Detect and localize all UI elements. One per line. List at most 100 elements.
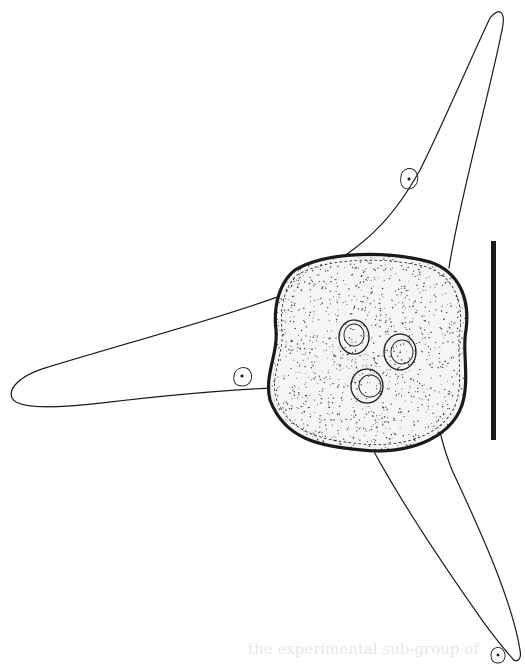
stipple-dot [326,284,327,285]
stipple-dot [339,294,340,295]
stipple-dot [388,334,389,335]
stipple-dot [328,398,329,399]
stipple-dot [281,299,282,300]
stipple-dot [318,319,319,320]
stipple-dot [288,309,289,310]
stipple-dot [294,391,295,392]
stipple-dot [319,427,320,428]
stipple-dot [408,411,409,412]
stipple-dot [286,351,287,352]
stipple-dot [428,426,429,427]
stipple-dot [375,307,376,308]
stipple-dot [292,349,293,350]
stipple-dot [353,437,354,438]
stipple-dot [368,376,369,377]
stipple-dot [325,436,326,437]
stipple-dot [440,375,441,376]
stipple-dot [413,302,414,303]
stipple-dot [442,367,443,368]
stipple-dot [425,290,426,291]
stipple-dot [339,443,340,444]
stipple-dot [305,373,306,374]
stipple-dot [329,314,330,315]
stipple-dot [288,375,289,376]
stipple-dot [395,384,396,385]
stipple-dot [402,307,403,308]
stipple-dot [343,280,344,281]
stipple-dot [433,315,434,316]
stipple-dot [401,394,402,395]
stipple-dot [410,388,411,389]
stipple-dot [307,425,308,426]
stipple-dot [380,308,381,309]
stipple-dot [312,336,313,337]
stipple-dot [412,262,413,263]
stipple-dot [339,297,340,298]
stipple-dot [282,320,283,321]
stipple-dot [402,302,403,303]
stipple-dot [314,306,315,307]
stipple-dot [364,417,365,418]
stipple-dot [301,419,302,420]
stipple-dot [322,388,323,389]
stipple-dot [321,288,322,289]
stipple-dot [379,326,380,327]
stipple-dot [358,287,359,288]
stipple-dot [338,379,339,380]
stipple-dot [442,334,443,335]
stipple-dot [390,321,391,322]
stipple-dot [354,296,355,297]
stipple-dot [442,306,443,307]
stipple-dot [384,416,385,417]
stipple-dot [285,321,286,322]
stipple-dot [416,285,417,286]
stipple-dot [439,353,440,354]
stipple-dot [400,428,401,429]
stipple-dot [291,339,292,340]
stipple-dot [367,298,368,299]
stipple-dot [285,322,286,323]
stipple-dot [329,299,330,300]
stipple-dot [281,298,282,299]
stipple-dot [374,358,375,359]
stipple-dot [369,430,370,431]
stipple-dot [298,394,299,395]
stipple-dot [354,382,355,383]
stipple-dot [443,274,444,275]
stipple-dot [387,330,388,331]
stipple-dot [443,318,445,320]
stipple-dot [290,311,291,312]
stipple-dot [326,311,327,312]
stipple-dot [405,286,406,287]
stipple-dot [397,445,398,446]
stipple-dot [292,387,293,388]
stipple-dot [386,409,387,410]
stipple-dot [386,369,387,370]
stipple-dot [351,300,352,301]
stipple-dot [351,415,352,416]
stipple-dot [369,262,370,263]
stipple-dot [335,314,336,315]
stipple-dot [278,347,279,348]
stipple-dot [385,320,386,321]
stipple-dot [353,445,354,446]
stipple-dot [367,277,368,278]
stipple-dot [400,344,401,345]
stipple-dot [334,279,335,280]
stipple-dot [415,312,416,313]
stipple-dot [363,296,364,297]
stipple-dot [308,266,309,267]
stipple-dot [371,411,372,412]
stipple-dot [366,398,367,399]
stipple-dot [419,263,420,264]
stipple-dot [419,369,420,370]
stipple-dot [408,281,409,282]
stipple-dot [377,356,378,357]
pore-left-arm [234,368,252,386]
stipple-dot [393,432,394,433]
stipple-dot [410,378,411,379]
stipple-dot [421,332,422,333]
stipple-dot [299,283,300,284]
stipple-dot [445,335,446,336]
stipple-dot [309,395,310,396]
